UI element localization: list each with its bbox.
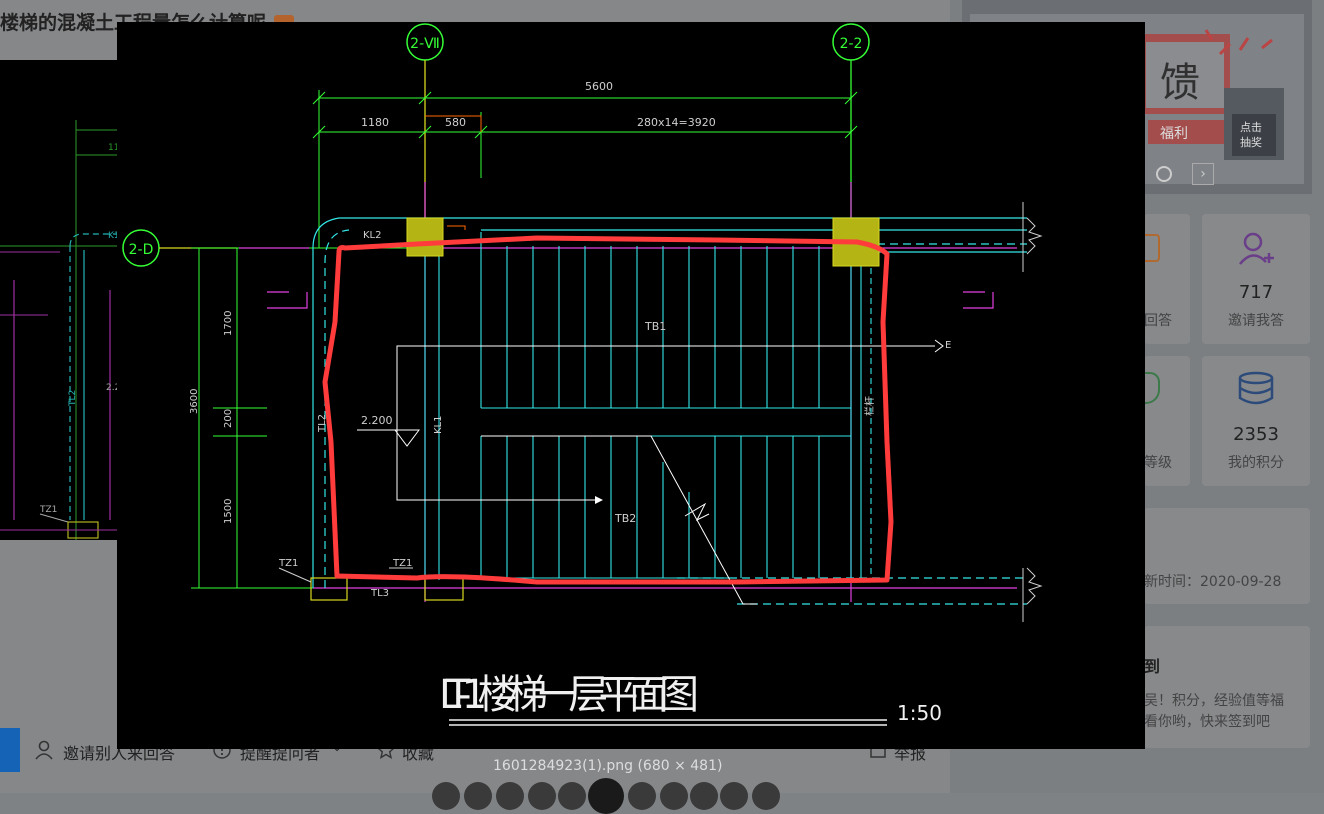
coins-icon — [1238, 371, 1274, 405]
svg-text:2-2: 2-2 — [840, 36, 863, 52]
dim-v3: 1500 — [223, 499, 234, 524]
thumbnail[interactable] — [628, 782, 656, 810]
columns — [310, 217, 880, 601]
banner-btn-line2: 抽奖 — [1240, 135, 1262, 149]
dimension-lines-left: 3600 1700 200 1500 — [189, 247, 417, 589]
shield-icon — [1144, 372, 1160, 404]
stair-treads-tb1 — [424, 232, 852, 580]
label-tb2: TB2 — [614, 512, 636, 525]
stair-treads-tb2 — [480, 258, 872, 579]
invite-user-icon — [35, 740, 53, 760]
thumbnail[interactable] — [720, 782, 748, 810]
thumbnail[interactable] — [528, 782, 556, 810]
checkin-card[interactable]: 到 吴！积分，经验值等福 看你哟，快来签到吧 — [1144, 626, 1310, 748]
update-card: 新时间：2020-09-28 — [1144, 508, 1310, 604]
label-kl1: KL1 — [433, 416, 444, 435]
stat-value: 2353 — [1233, 424, 1279, 445]
banner-btn-line1: 点击 — [1240, 121, 1262, 134]
dim-v2: 200 — [223, 409, 234, 428]
image-viewer[interactable]: 2-Ⅶ 2-2 2-D 5600 1180 580 280x14=3920 — [117, 22, 1145, 749]
answer-icon — [1144, 234, 1160, 262]
dimension-lines-top: 5600 1180 580 280x14=3920 — [312, 80, 858, 248]
thumbnail[interactable] — [558, 782, 586, 810]
cad-drawing: 2-Ⅶ 2-2 2-D 5600 1180 580 280x14=3920 — [122, 23, 1043, 726]
label-tl2: TL2 — [317, 414, 328, 433]
stair-walls — [312, 202, 1043, 622]
update-time: 新时间：2020-09-28 — [1144, 574, 1282, 590]
red-highlight-outline — [322, 235, 894, 585]
stat-card-invite[interactable]: 717 邀请我答 — [1202, 214, 1310, 344]
bg-label-tz1: TZ1 — [39, 505, 57, 515]
bg-drawing-fragment: 11 K1 TL2 2.2 TZ1 — [0, 60, 117, 540]
checkin-text-2: 看你哟，快来签到吧 — [1144, 714, 1270, 730]
walk-line — [357, 339, 944, 605]
axis-bubble-2-2: 2-2 — [832, 23, 870, 61]
label-railing: 栏杆 — [863, 396, 876, 416]
svg-text:2-D: 2-D — [129, 242, 154, 258]
drawing-scale: 1:50 — [897, 701, 942, 725]
stat-label: 回答 — [1144, 313, 1172, 329]
add-user-icon — [1239, 232, 1274, 265]
stat-card-points[interactable]: 2353 我的积分 — [1202, 356, 1310, 486]
stat-card-level[interactable]: 等级 — [1144, 356, 1190, 486]
checkin-text-1: 吴！积分，经验值等福 — [1144, 693, 1284, 709]
label-kl2: KL2 — [363, 230, 382, 241]
label-tl3: TL3 — [370, 588, 389, 599]
dim-seg2: 580 — [445, 116, 466, 129]
image-caption: 1601284923(1).png (680 × 481) — [493, 758, 723, 774]
level-mark: 2.200 — [361, 414, 393, 427]
stat-label: 我的积分 — [1228, 455, 1284, 471]
label-tz1-right: TZ1 — [392, 558, 412, 569]
drawing-title: LT-1楼梯一层平面图 — [439, 672, 699, 718]
banner-text-1: 馈 — [1160, 60, 1200, 106]
thumbnail[interactable] — [690, 782, 718, 810]
dim-v-total: 3600 — [189, 389, 200, 414]
banner-text-2: 福利 — [1160, 126, 1188, 142]
thumbnail[interactable] — [752, 782, 780, 810]
bg-label-11: 11 — [108, 143, 117, 153]
axis-bubble-2-7: 2-Ⅶ — [406, 23, 444, 61]
bg-label-2-2: 2.2 — [106, 383, 117, 393]
stat-label: 等级 — [1144, 455, 1172, 471]
dim-seg3: 280x14=3920 — [637, 116, 716, 129]
stat-label: 邀请我答 — [1228, 313, 1284, 329]
thumbnail[interactable] — [432, 782, 460, 810]
banner-next-arrow[interactable]: › — [1192, 163, 1214, 185]
dim-v1: 1700 — [223, 311, 234, 336]
thumbnail-active[interactable] — [588, 778, 624, 814]
thumbnail[interactable] — [660, 782, 688, 810]
thumbnail[interactable] — [496, 782, 524, 810]
banner-dot[interactable] — [1156, 166, 1172, 182]
label-tb1: TB1 — [644, 320, 666, 333]
label-tz1-left: TZ1 — [278, 558, 298, 569]
thumbnail[interactable] — [464, 782, 492, 810]
stat-value: 717 — [1238, 282, 1274, 303]
dim-total: 5600 — [585, 80, 613, 93]
dim-seg1: 1180 — [361, 116, 389, 129]
checkin-title: 到 — [1144, 657, 1161, 676]
stat-card-answer[interactable]: 回答 — [1144, 214, 1190, 344]
svg-text:2-Ⅶ: 2-Ⅶ — [410, 36, 440, 52]
bg-label-tl2: TL2 — [68, 390, 78, 407]
bg-label-k1: K1 — [108, 231, 117, 241]
answer-button[interactable] — [0, 728, 20, 772]
axis-bubble-2-d: 2-D — [122, 229, 160, 267]
cut-mark: E — [945, 340, 951, 351]
